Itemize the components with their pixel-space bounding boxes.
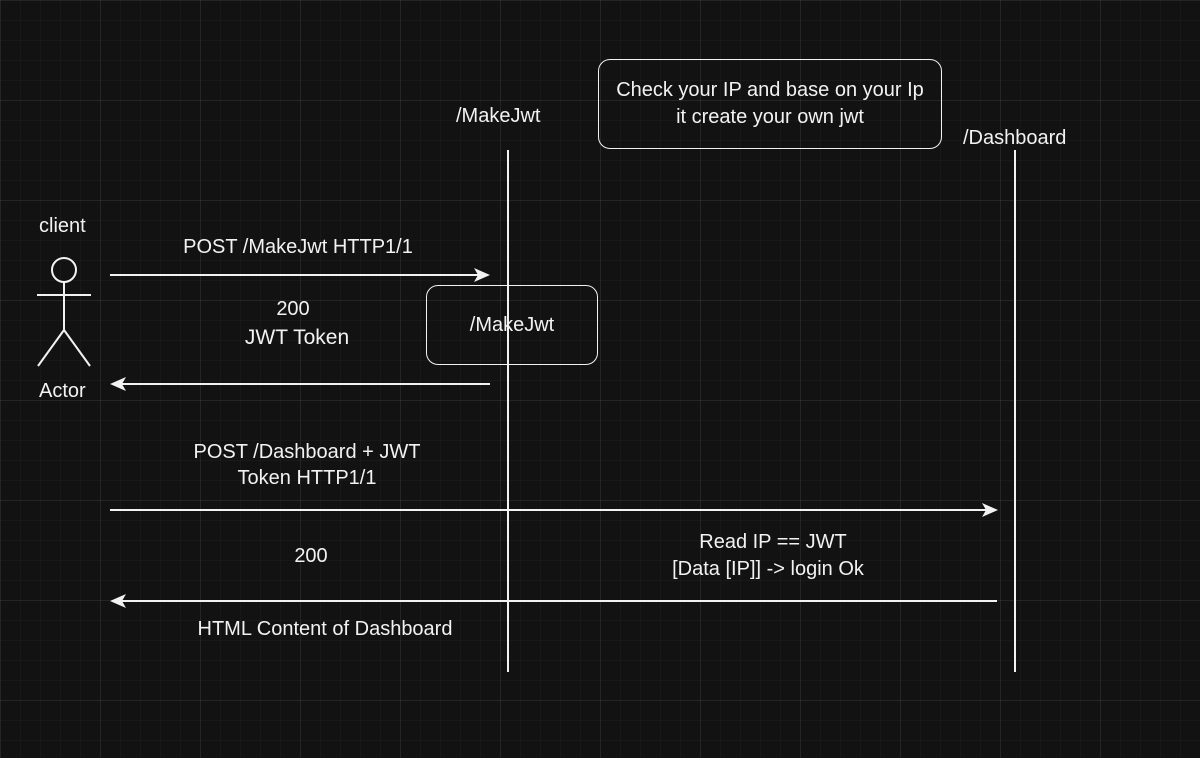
arrow-response-jwt xyxy=(110,377,490,391)
makejwt-activation-box: /MakeJwt xyxy=(426,285,598,365)
msg-read-ip-line2: [Data [IP]] -> login Ok xyxy=(672,558,864,580)
ip-jwt-note-text: Check your IP and base on your Ip it cre… xyxy=(616,79,924,128)
ip-jwt-note: Check your IP and base on your Ip it cre… xyxy=(598,59,942,149)
msg-dashboard-html-content: HTML Content of Dashboard xyxy=(197,618,453,640)
msg-response-code: 200 xyxy=(276,298,310,320)
msg-post-dashboard-line2: Token HTTP1/1 xyxy=(237,467,377,489)
arrow-post-dashboard xyxy=(110,503,998,517)
msg-dashboard-response-code: 200 xyxy=(294,545,328,567)
actor-figure xyxy=(37,257,91,367)
msg-post-dashboard-line1: POST /Dashboard + JWT xyxy=(193,441,421,463)
actor-left-leg xyxy=(37,329,65,367)
actor-name-label: Actor xyxy=(39,380,86,402)
makejwt-lifeline-label: /MakeJwt xyxy=(456,105,541,127)
dashboard-lifeline-label: /Dashboard xyxy=(963,127,1067,149)
msg-read-ip-line1: Read IP == JWT xyxy=(699,531,847,553)
actor-head xyxy=(51,257,77,283)
msg-response-jwt-token: JWT Token xyxy=(244,326,350,349)
makejwt-activation-label: /MakeJwt xyxy=(469,313,555,336)
actor-client-label: client xyxy=(39,215,86,237)
msg-post-makejwt: POST /MakeJwt HTTP1/1 xyxy=(183,236,413,258)
arrow-response-dashboard xyxy=(110,594,997,608)
actor-right-leg xyxy=(63,329,91,367)
arrow-post-makejwt xyxy=(110,268,490,282)
